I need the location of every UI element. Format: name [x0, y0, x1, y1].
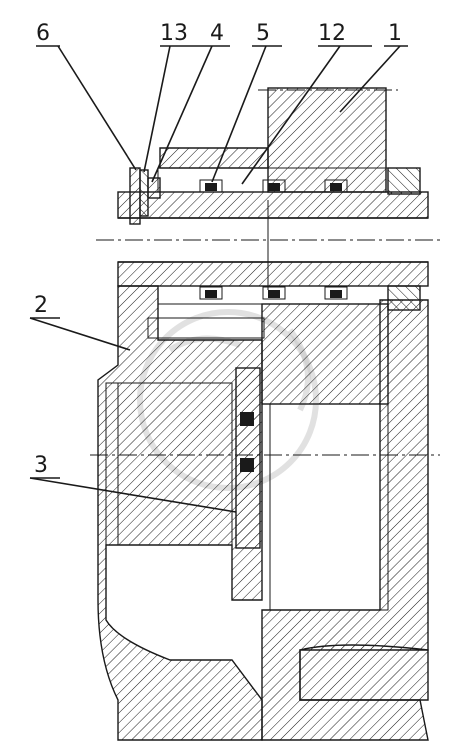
needle-bearing-lower-row — [199, 286, 348, 300]
retaining-ring-6 — [129, 167, 141, 225]
callout-2: 2 — [34, 293, 48, 318]
callout-6: 6 — [36, 21, 50, 46]
part-2-housing — [97, 285, 429, 741]
callout-5: 5 — [256, 21, 270, 46]
upper-shaft-section — [117, 147, 429, 219]
part-3-plate — [235, 367, 261, 549]
washer-4 — [147, 177, 161, 199]
spacer-13 — [139, 169, 149, 217]
part-1-gear — [258, 87, 398, 193]
callout-4: 4 — [210, 21, 224, 46]
needle-bearing-upper-row — [199, 179, 348, 193]
leader-lines — [29, 45, 408, 513]
callout-3: 3 — [34, 453, 48, 478]
gear-hub — [261, 303, 389, 611]
callout-1: 1 — [388, 21, 402, 46]
callout-13: 13 — [160, 21, 188, 46]
bore — [90, 382, 440, 546]
callout-12: 12 — [318, 21, 346, 46]
